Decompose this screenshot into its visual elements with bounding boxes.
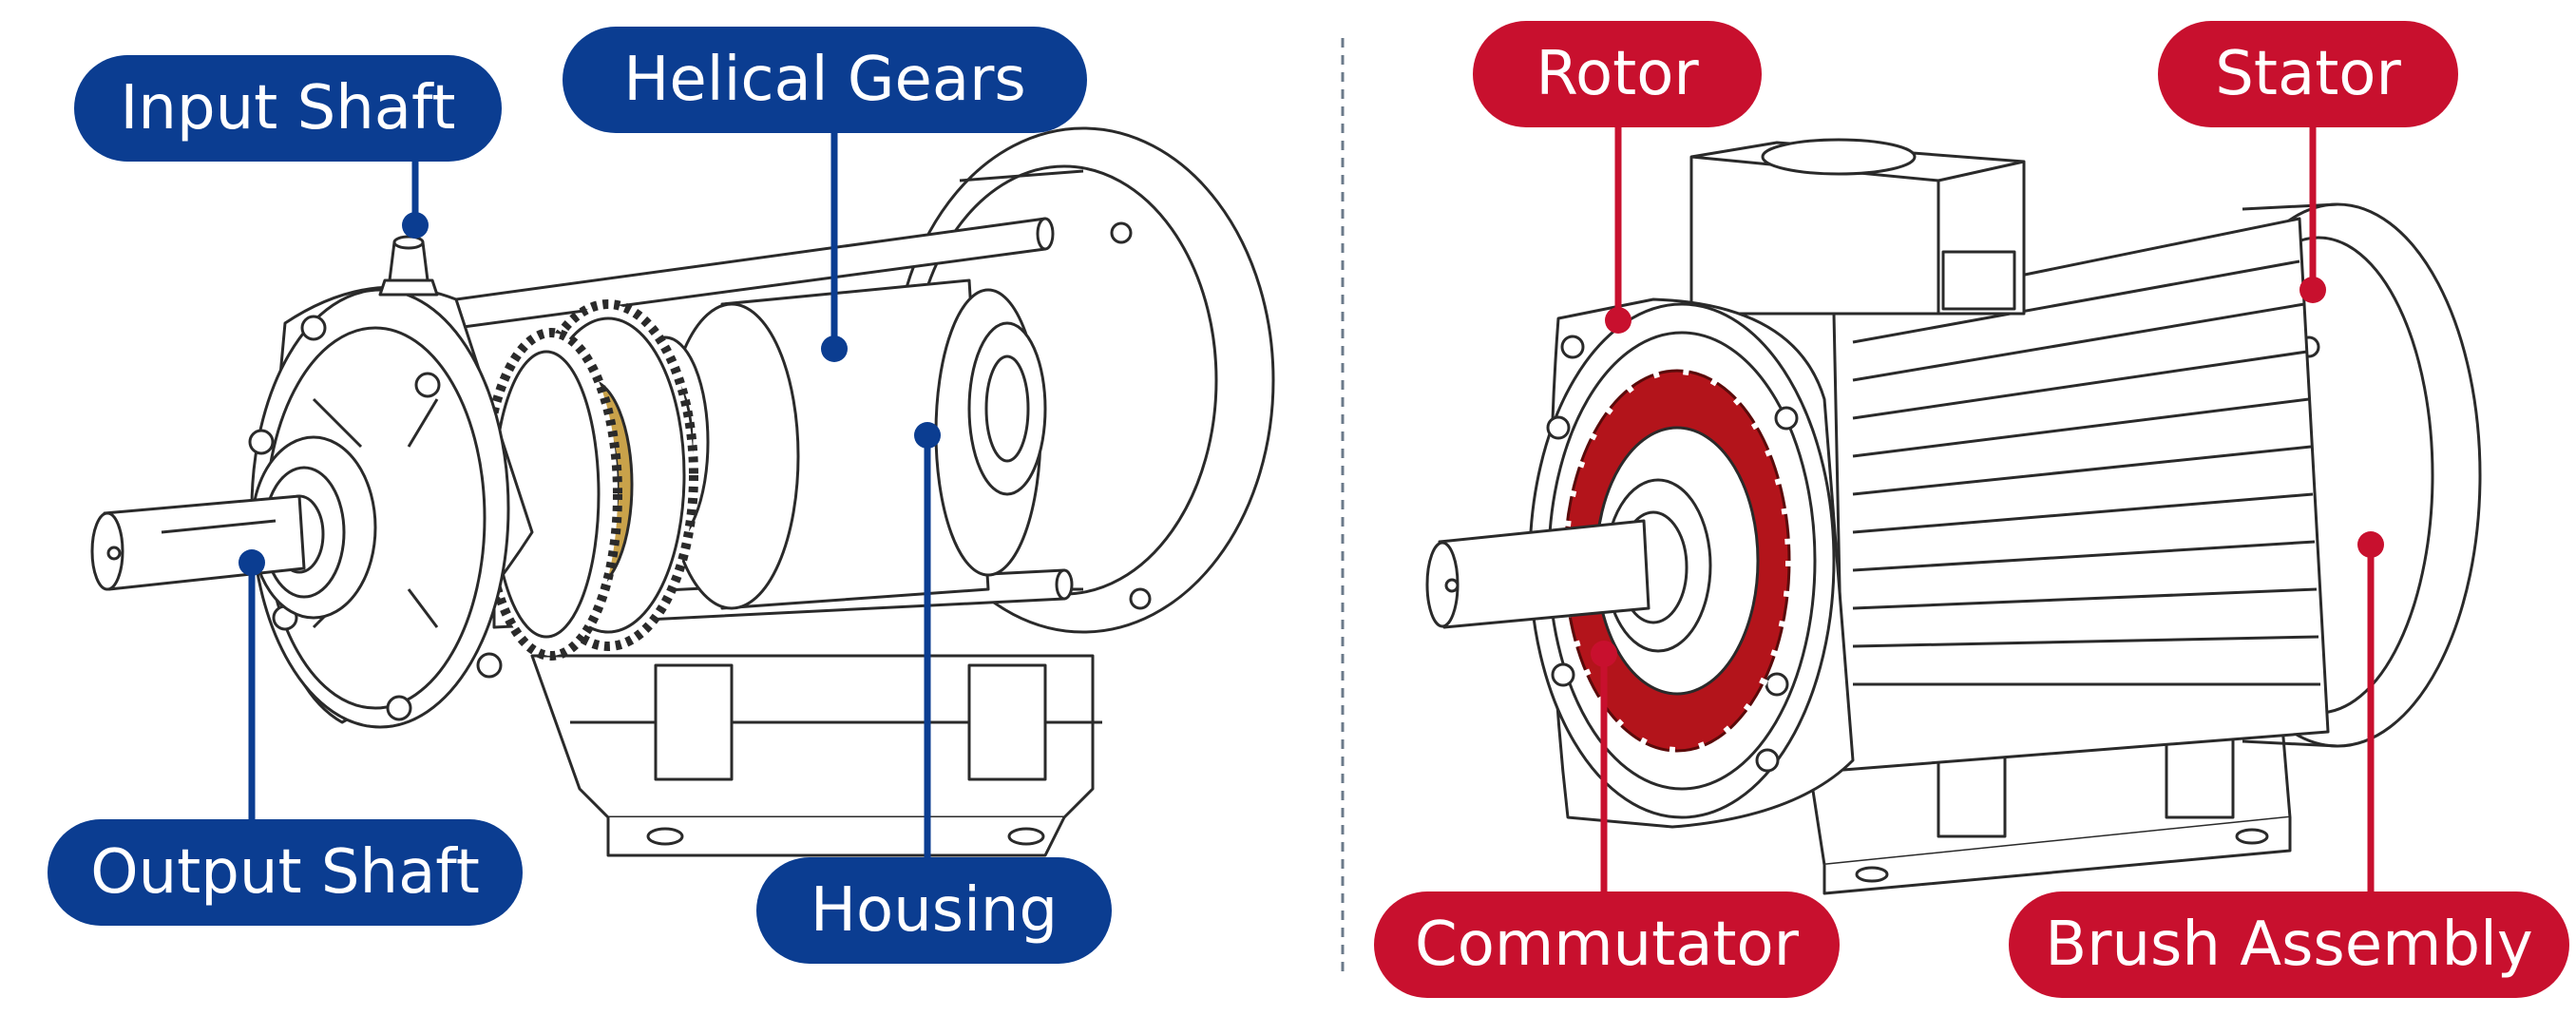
- label-housing: Housing: [756, 857, 1112, 964]
- gearbox-base-feet: [530, 654, 1102, 857]
- leader-output-shaft: [239, 549, 265, 825]
- gearbox-gear-stack: [480, 299, 698, 661]
- leader-housing: [914, 422, 941, 865]
- motor-terminal-box: [1689, 138, 2026, 316]
- leader-stator: [2299, 124, 2326, 303]
- label-stator: Stator: [2158, 21, 2458, 127]
- gearbox-input-shaft: [378, 235, 439, 297]
- motor-illustration: [1425, 138, 2482, 895]
- label-helical-gears: Helical Gears: [563, 27, 1087, 133]
- gearbox-front-flange: [248, 285, 534, 729]
- leader-commutator: [1591, 641, 1617, 898]
- label-brush-assembly: Brush Assembly: [2009, 891, 2569, 998]
- gearbox-output-shaft: [90, 435, 377, 620]
- leader-helical-gears: [821, 128, 848, 362]
- leader-rotor: [1605, 124, 1631, 334]
- label-output-shaft: Output Shaft: [48, 819, 523, 926]
- gearbox-illustration: [90, 126, 1275, 857]
- label-rotor: Rotor: [1473, 21, 1762, 127]
- label-commutator: Commutator: [1374, 891, 1840, 998]
- label-input-shaft: Input Shaft: [74, 55, 502, 162]
- motor-finned-body: [1832, 217, 2330, 772]
- motor-shaft: [1425, 478, 1712, 653]
- leader-input-shaft: [402, 157, 429, 239]
- leader-lines: [239, 124, 2384, 898]
- leader-brush-assembly: [2357, 531, 2384, 898]
